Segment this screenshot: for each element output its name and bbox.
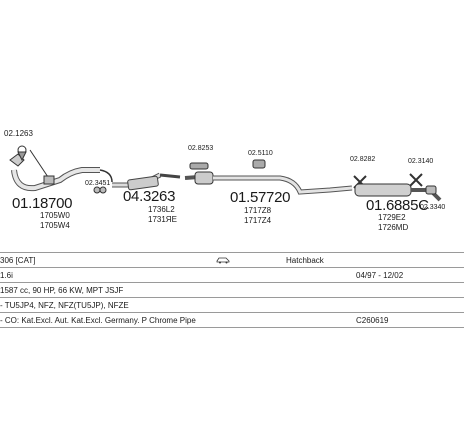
- part-hanger4: 02.3140: [408, 158, 434, 165]
- notes-text: - CO: Kat.Excl. Aut. Kat.Excl. Germany. …: [0, 316, 196, 325]
- part-small-top-left: 02.1263: [4, 129, 33, 138]
- part-intermediate-sub2: 1731ЯE: [148, 215, 177, 224]
- part-hanger3: 02.8282: [350, 156, 376, 163]
- exhaust-diagram: [9, 145, 442, 202]
- center-silencer-drawing: [184, 171, 353, 195]
- clamp-drawings: [17, 145, 107, 194]
- part-front-sub2: 1705W4: [40, 221, 70, 230]
- engine-codes-text: - TU5JP4, NFZ, NFZ(TU5JP), NFZE: [0, 301, 129, 310]
- hanger1-drawing: [189, 162, 209, 170]
- info-row-engine: 1.6i 04/97 - 12/02: [0, 268, 464, 283]
- dates-text: 04/97 - 12/02: [356, 271, 404, 280]
- part-intermediate: 04.3263: [123, 188, 176, 205]
- part-hanger1: 02.8253: [188, 145, 214, 152]
- info-row-model: 306 [CAT] Hatchback: [0, 252, 464, 268]
- power-text: 1587 cc, 90 HP, 66 KW, MPT JSJF: [0, 286, 124, 295]
- part-rear-sub1: 1729E2: [378, 213, 406, 222]
- info-row-engine-codes: - TU5JP4, NFZ, NFZ(TU5JP), NFZE: [0, 298, 464, 313]
- part-front-sub1: 1705W0: [40, 211, 70, 220]
- hanger4-drawing: [409, 173, 423, 187]
- part-center-sub1: 1717Z8: [244, 206, 272, 215]
- part-rear-sub2: 1726MD: [378, 223, 409, 232]
- part-hanger2: 02.5110: [248, 150, 273, 157]
- part-hanger5: 02.3340: [420, 204, 446, 211]
- hanger2-drawing: [252, 159, 266, 169]
- part-center-sub2: 1717Z4: [244, 216, 272, 225]
- part-rear-silencer: 01.6885C: [366, 197, 429, 214]
- front-pipe-drawing: [9, 149, 113, 192]
- part-front-pipe: 01.18700: [12, 195, 73, 212]
- part-clamp1: 02.3451: [85, 180, 111, 187]
- part-center-silencer: 01.57720: [230, 189, 291, 206]
- vehicle-info-table: 306 [CAT] Hatchback 1.6i 04/97 - 12/02 1…: [0, 252, 464, 328]
- intermediate-pipe-drawing: [112, 172, 181, 191]
- part-intermediate-sub1: 1736L2: [148, 205, 175, 214]
- engine-text: 1.6i: [0, 271, 13, 280]
- info-row-power: 1587 cc, 90 HP, 66 KW, MPT JSJF: [0, 283, 464, 298]
- catalog-code-text: C260619: [356, 316, 389, 325]
- car-icon: [216, 257, 230, 264]
- body-text: Hatchback: [286, 256, 324, 265]
- model-text: 306 [CAT]: [0, 256, 36, 265]
- rear-silencer-drawing: [354, 183, 442, 202]
- info-row-notes: - CO: Kat.Excl. Aut. Kat.Excl. Germany. …: [0, 313, 464, 328]
